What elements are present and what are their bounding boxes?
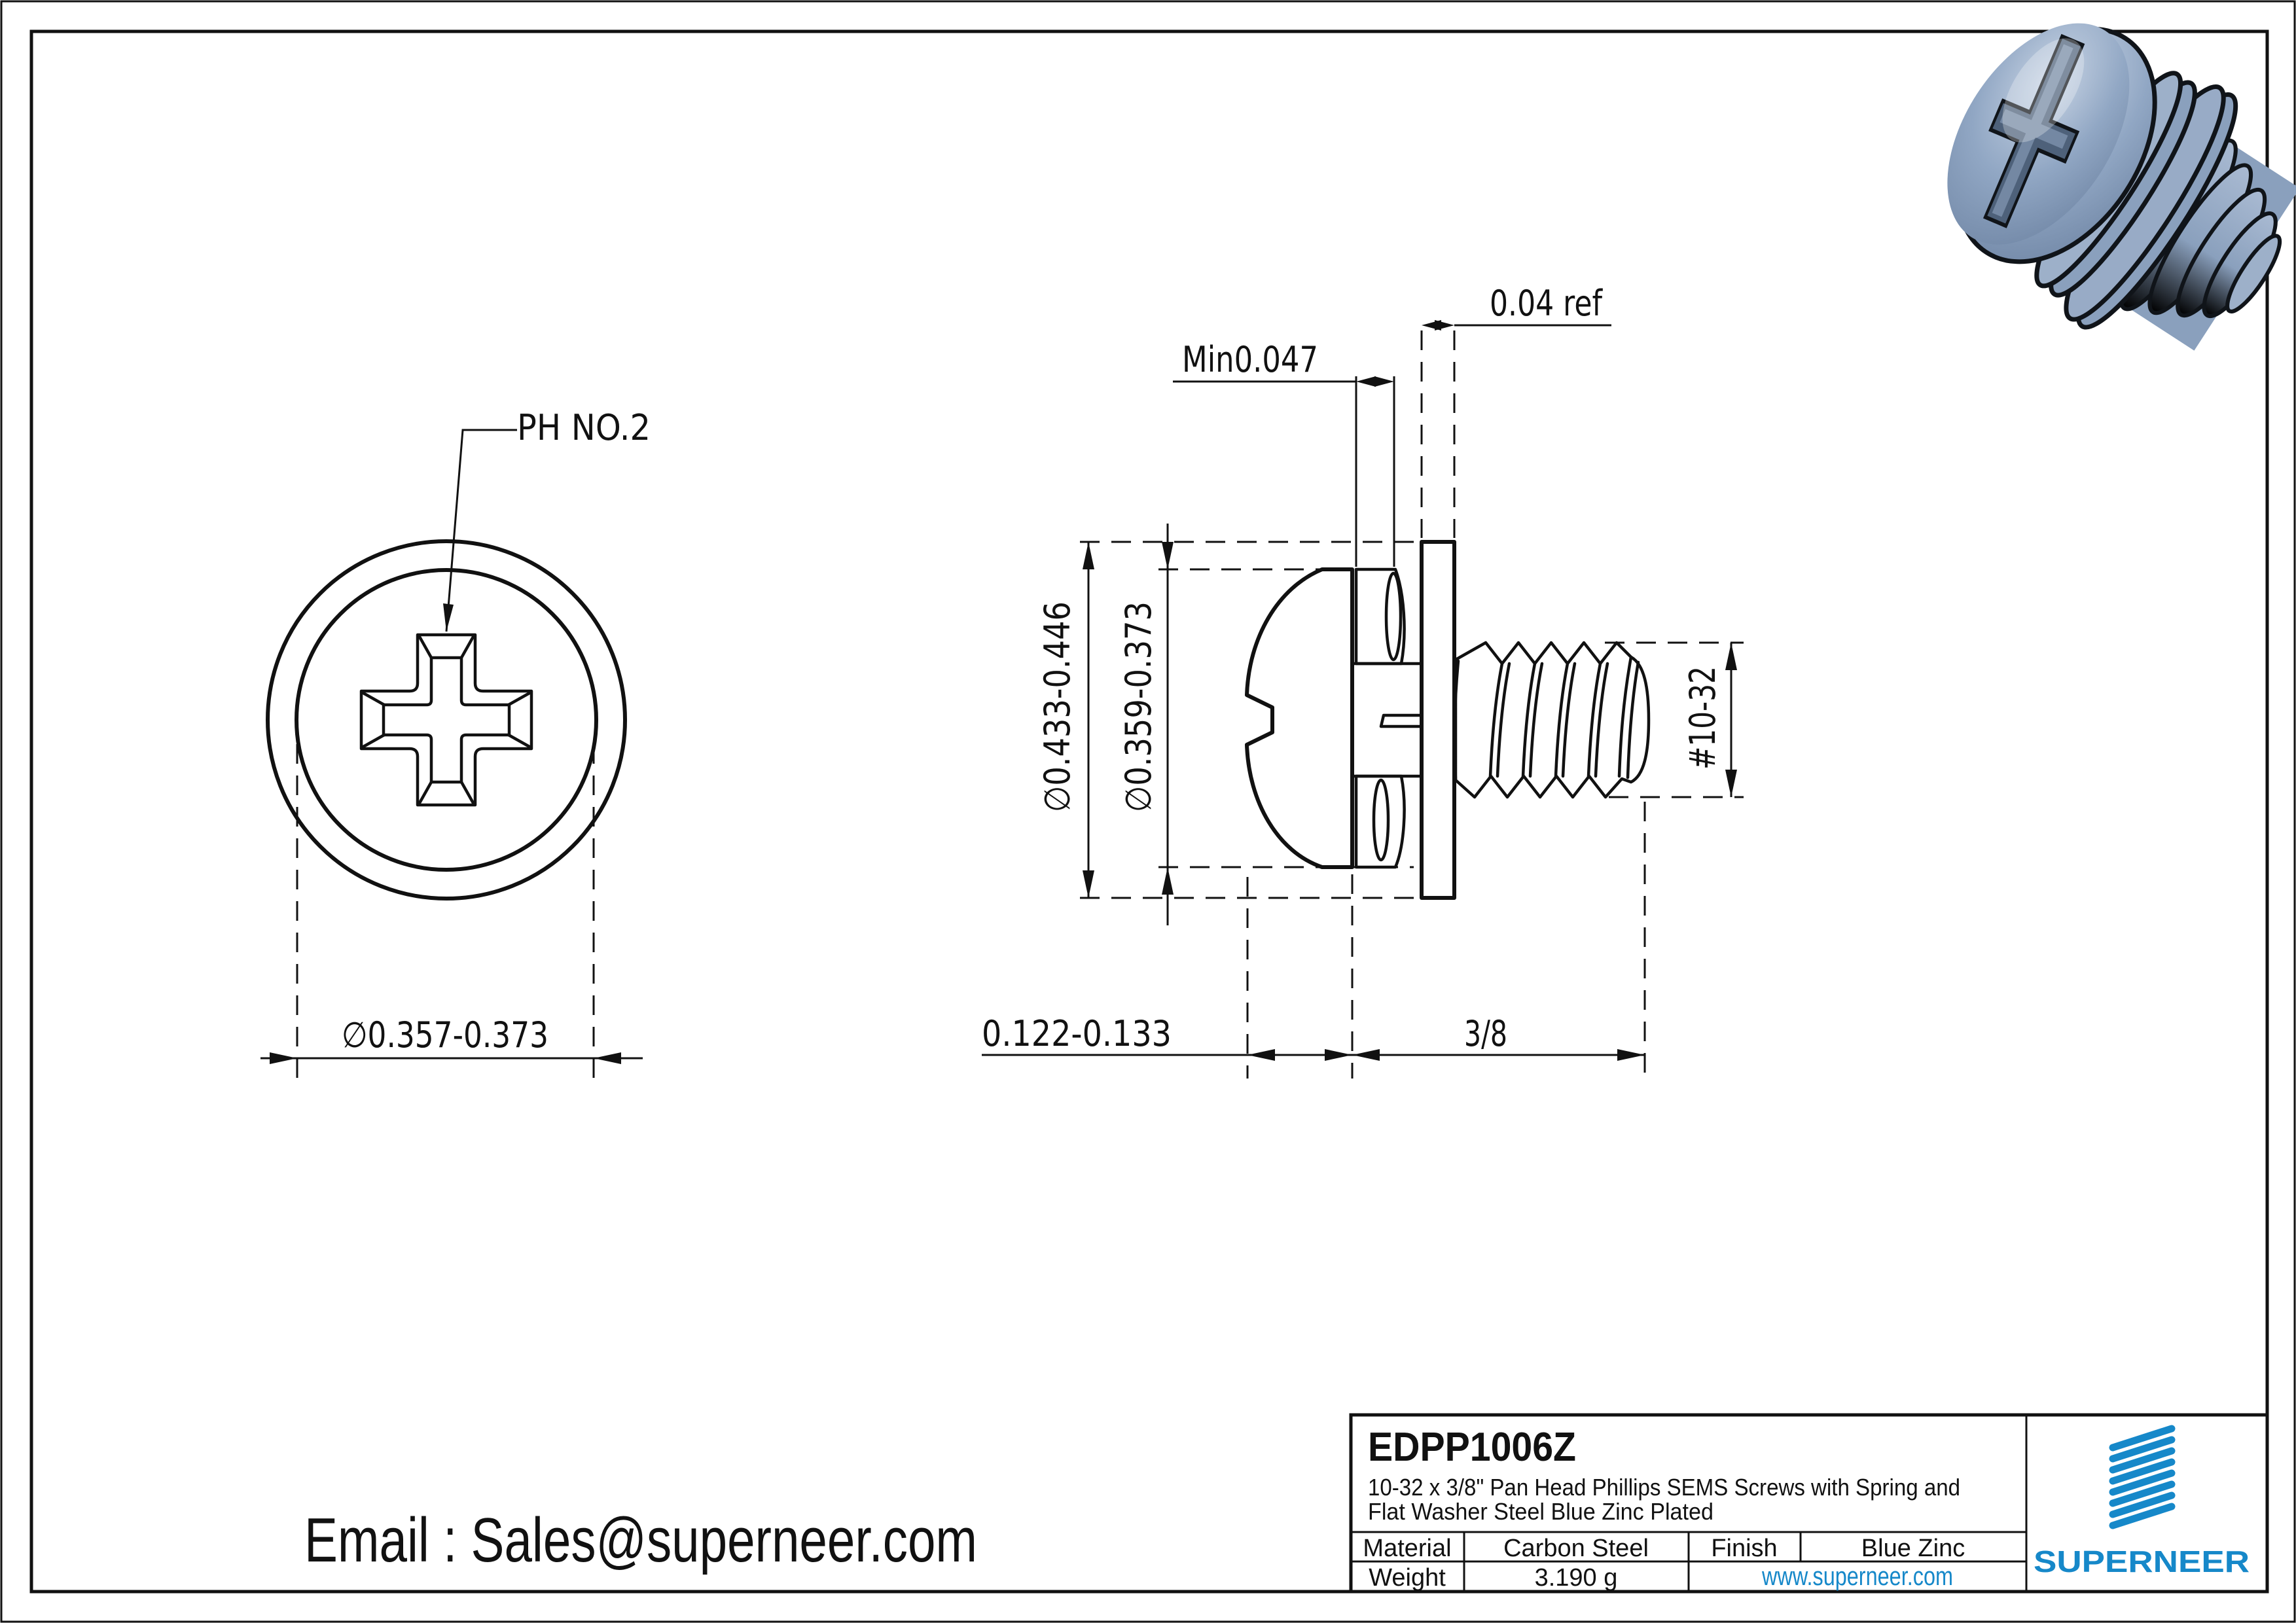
screw-3d-render [1947, 23, 2296, 351]
flat-washer-ref-label: 0.04 ref [1490, 283, 1604, 324]
spring-washer [1350, 567, 1424, 869]
front-extension-lines [296, 744, 595, 1081]
leader-arrow-icon [443, 603, 454, 632]
dim-arrow-icon [1617, 1049, 1645, 1061]
weight-value: 3.190 g [1535, 1564, 1618, 1592]
dim-washer-od: ∅0.433-0.446 [1037, 541, 1427, 899]
phillips-recess [359, 633, 533, 807]
pan-head-profile [1245, 567, 1354, 869]
finish-label: Finish [1711, 1535, 1777, 1562]
superneer-logo-icon [2109, 1425, 2176, 1529]
dim-flat-washer: 0.04 ref [1420, 283, 1611, 538]
weight-label: Weight [1369, 1564, 1446, 1592]
threaded-shank [1453, 641, 1651, 799]
website-link[interactable]: www.superneer.com [1761, 1562, 1953, 1591]
dim-arrow-icon [1083, 542, 1094, 569]
front-view: PH NO.2 ∅0.357-0.373 [260, 407, 651, 1081]
spring-washer-min-label: Min0.047 [1182, 339, 1318, 380]
dim-arrow-icon [1356, 376, 1376, 387]
head-height-label: 0.122-0.133 [982, 1013, 1172, 1054]
dim-bottom: 0.122-0.133 3/8 [982, 802, 1646, 1079]
thread-length-label: 3/8 [1464, 1013, 1507, 1054]
washer-od-label: ∅0.433-0.446 [1037, 601, 1078, 812]
finish-value: Blue Zinc [1861, 1535, 1965, 1562]
dim-arrow-icon [594, 1052, 621, 1064]
dim-arrow-icon [1435, 320, 1454, 330]
material-value: Carbon Steel [1503, 1535, 1649, 1562]
dim-arrow-icon [1162, 867, 1174, 895]
phillips-cross-3d [1982, 33, 2085, 228]
head-diameter-label: ∅0.357-0.373 [342, 1014, 548, 1056]
dim-arrow-icon [1725, 643, 1737, 670]
part-number: EDPP1006Z [1368, 1425, 1576, 1470]
dim-arrow-icon [1374, 376, 1394, 387]
dim-arrow-icon [1083, 870, 1094, 898]
dim-arrow-icon [1247, 1049, 1275, 1061]
head-circle [295, 568, 598, 872]
dim-arrow-icon [1725, 770, 1737, 797]
head-od-label: ∅0.359-0.373 [1118, 601, 1159, 812]
dim-arrow-icon [1352, 1049, 1380, 1061]
dim-thread-size: #10-32 [1605, 641, 1744, 798]
dim-arrow-icon [1325, 1049, 1352, 1061]
thread-size-label: #10-32 [1682, 666, 1723, 770]
title-block: EDPP1006Z 10-32 x 3/8" Pan Head Phillips… [1349, 1413, 2269, 1594]
phillips-callout-label: PH NO.2 [517, 407, 651, 448]
drawing-frame [29, 29, 2269, 1594]
dim-arrow-icon [270, 1052, 297, 1064]
dim-arrow-icon [1162, 542, 1174, 569]
material-label: Material [1363, 1535, 1451, 1562]
part-description-line2: Flat Washer Steel Blue Zinc Plated [1368, 1498, 1713, 1525]
dim-head-od: ∅0.359-0.373 [1118, 524, 1414, 925]
dim-spring-washer: Min0.047 [1173, 339, 1395, 567]
brand-name: SUPERNEER [2034, 1544, 2250, 1578]
side-view: ∅0.433-0.446 ∅0.359-0.373 Min0.047 0.04 … [982, 283, 1744, 1079]
washer-outer-circle [266, 539, 627, 901]
part-description-line1: 10-32 x 3/8" Pan Head Phillips SEMS Scre… [1368, 1474, 1960, 1501]
contact-email: Email : Sales@superneer.com [304, 1505, 977, 1575]
flat-washer [1420, 540, 1456, 900]
callout-leader-line [445, 429, 517, 632]
